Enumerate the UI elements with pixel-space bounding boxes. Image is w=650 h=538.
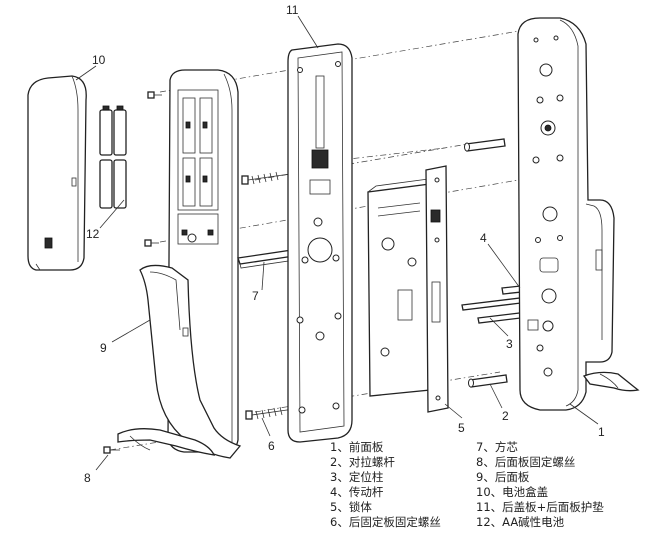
legend-item: 7、方芯 xyxy=(476,440,518,454)
callout-4: 4 xyxy=(480,231,487,245)
aa-batteries xyxy=(99,105,127,209)
rear-plate-screws xyxy=(241,171,295,420)
legend-item: 4、传动杆 xyxy=(330,485,384,499)
leader-lines xyxy=(75,15,599,471)
callout-12: 12 xyxy=(86,227,100,241)
callout-5: 5 xyxy=(458,421,465,435)
callout-9: 9 xyxy=(100,341,107,355)
callout-11: 11 xyxy=(286,3,299,17)
legend-item: 8、后面板固定螺丝 xyxy=(476,455,576,469)
legend-item: 1、前面板 xyxy=(330,440,384,454)
mortise-lock-body xyxy=(367,165,449,413)
legend-item: 11、后盖板+后面板护垫 xyxy=(476,500,604,514)
parts-legend: 1、前面板 2、对拉螺杆 3、定位柱 4、传动杆 5、锁体 6、后固定板固定螺丝… xyxy=(330,440,640,536)
legend-column-left: 1、前面板 2、对拉螺杆 3、定位柱 4、传动杆 5、锁体 6、后固定板固定螺丝 xyxy=(330,440,441,530)
callout-7: 7 xyxy=(252,289,259,303)
legend-item: 12、AA碱性电池 xyxy=(476,515,565,529)
front-panel xyxy=(517,17,640,411)
legend-item: 6、后固定板固定螺丝 xyxy=(330,515,441,529)
rear-handle xyxy=(117,264,242,459)
square-spindle xyxy=(237,249,296,269)
callout-numbers: 10 12 9 8 6 7 11 5 4 3 2 1 xyxy=(84,3,605,485)
callout-1: 1 xyxy=(598,425,605,439)
callout-10: 10 xyxy=(92,53,106,67)
battery-cover xyxy=(27,75,87,271)
rear-back-plate xyxy=(287,43,353,443)
rear-panel-screws xyxy=(103,91,162,454)
legend-item: 9、后面板 xyxy=(476,470,530,484)
legend-item: 3、定位柱 xyxy=(330,470,384,484)
callout-2: 2 xyxy=(502,409,509,423)
legend-column-right: 7、方芯 8、后面板固定螺丝 9、后面板 10、电池盒盖 11、后盖板+后面板护… xyxy=(476,440,604,530)
callout-3: 3 xyxy=(506,337,513,351)
legend-item: 10、电池盒盖 xyxy=(476,485,549,499)
callout-6: 6 xyxy=(268,439,275,453)
legend-item: 5、锁体 xyxy=(330,500,372,514)
callout-8: 8 xyxy=(84,471,91,485)
legend-item: 2、对拉螺杆 xyxy=(330,455,395,469)
